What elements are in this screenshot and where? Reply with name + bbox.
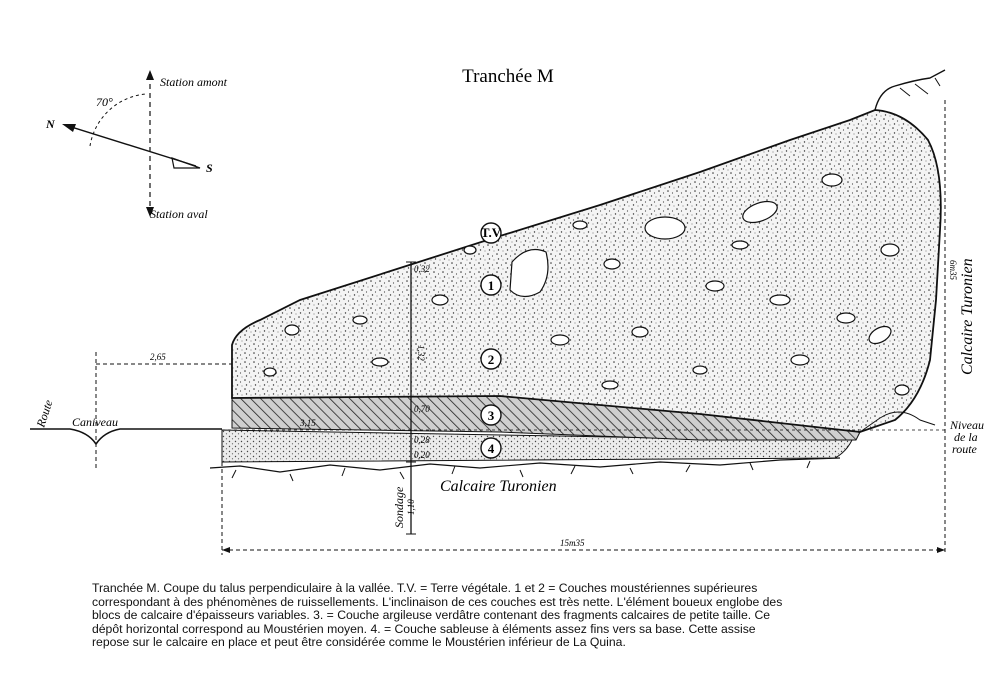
road-level-1: Niveau xyxy=(949,418,984,432)
marker-2: 2 xyxy=(488,352,495,367)
road-level-2: de la xyxy=(954,430,978,444)
limestone-blocks xyxy=(263,173,910,396)
setback-value: 2,65 xyxy=(150,352,166,362)
sounding-depth: 1,10 xyxy=(406,499,416,515)
figure-title: Tranchée M xyxy=(462,66,554,87)
arrow-fletching-icon xyxy=(171,157,201,169)
compass-north: N xyxy=(45,117,56,131)
caption-line-3: blocs de calcaire d'épaisseurs variables… xyxy=(92,608,771,623)
thickness-4a: 0,28 xyxy=(414,435,430,445)
road-label: Route xyxy=(33,397,55,430)
section-drawing: Tranchée M N S 70° Station amont Station… xyxy=(30,66,984,555)
figure-caption: Tranchée M. Coupe du talus perpendiculai… xyxy=(92,581,952,650)
thickness-1-2: 1,32 xyxy=(416,345,426,361)
layer-3-length: 3,15 xyxy=(299,418,316,428)
compass-upstream: Station amont xyxy=(160,75,228,89)
compass-angle: 70° xyxy=(96,95,113,109)
limestone-bottom-label: Calcaire Turonien xyxy=(440,478,557,495)
compass: N S 70° Station amont Station aval xyxy=(45,70,228,221)
gutter-label: Caniveau xyxy=(72,415,118,429)
dimension-total: 15m35 xyxy=(221,100,946,555)
marker-1: 1 xyxy=(488,278,495,293)
caption-line-5: repose sur le calcaire en place et peut … xyxy=(92,635,626,650)
sounding-line: 0,32 1,32 0,70 0,28 0,20 Sondage 1,10 xyxy=(392,261,430,535)
caption-line-4: dépôt horizontal correspond au Moustérie… xyxy=(92,621,756,636)
compass-south: S xyxy=(206,161,213,175)
total-length-value: 15m35 xyxy=(560,538,585,548)
dimension-setback: 2,65 xyxy=(95,352,232,470)
thickness-4b: 0,20 xyxy=(414,450,430,460)
caption-line-2: correspondant à des phénomènes de ruisse… xyxy=(92,594,783,609)
layer-markers: T.V 1 2 3 4 xyxy=(480,222,502,459)
caption-line-1: Tranchée M. Coupe du talus perpendiculai… xyxy=(92,581,758,595)
layers-1-2 xyxy=(231,109,942,433)
road-surface xyxy=(30,428,222,446)
limestone-right-label: Calcaire Turonien xyxy=(959,258,976,375)
marker-3: 3 xyxy=(488,408,495,423)
bedrock-surface xyxy=(209,457,841,473)
thickness-top: 0,32 xyxy=(414,264,430,274)
marker-tv: T.V xyxy=(481,225,502,240)
compass-downstream: Station aval xyxy=(150,207,208,221)
thickness-3: 0,70 xyxy=(414,404,430,414)
right-height-value: 6m35 xyxy=(948,260,958,280)
road-level-3: route xyxy=(952,442,978,456)
marker-4: 4 xyxy=(488,441,495,456)
north-arrow-icon xyxy=(62,124,76,132)
sounding-label: Sondage xyxy=(392,486,406,528)
dimension-right-height: 6m35 xyxy=(948,260,958,280)
